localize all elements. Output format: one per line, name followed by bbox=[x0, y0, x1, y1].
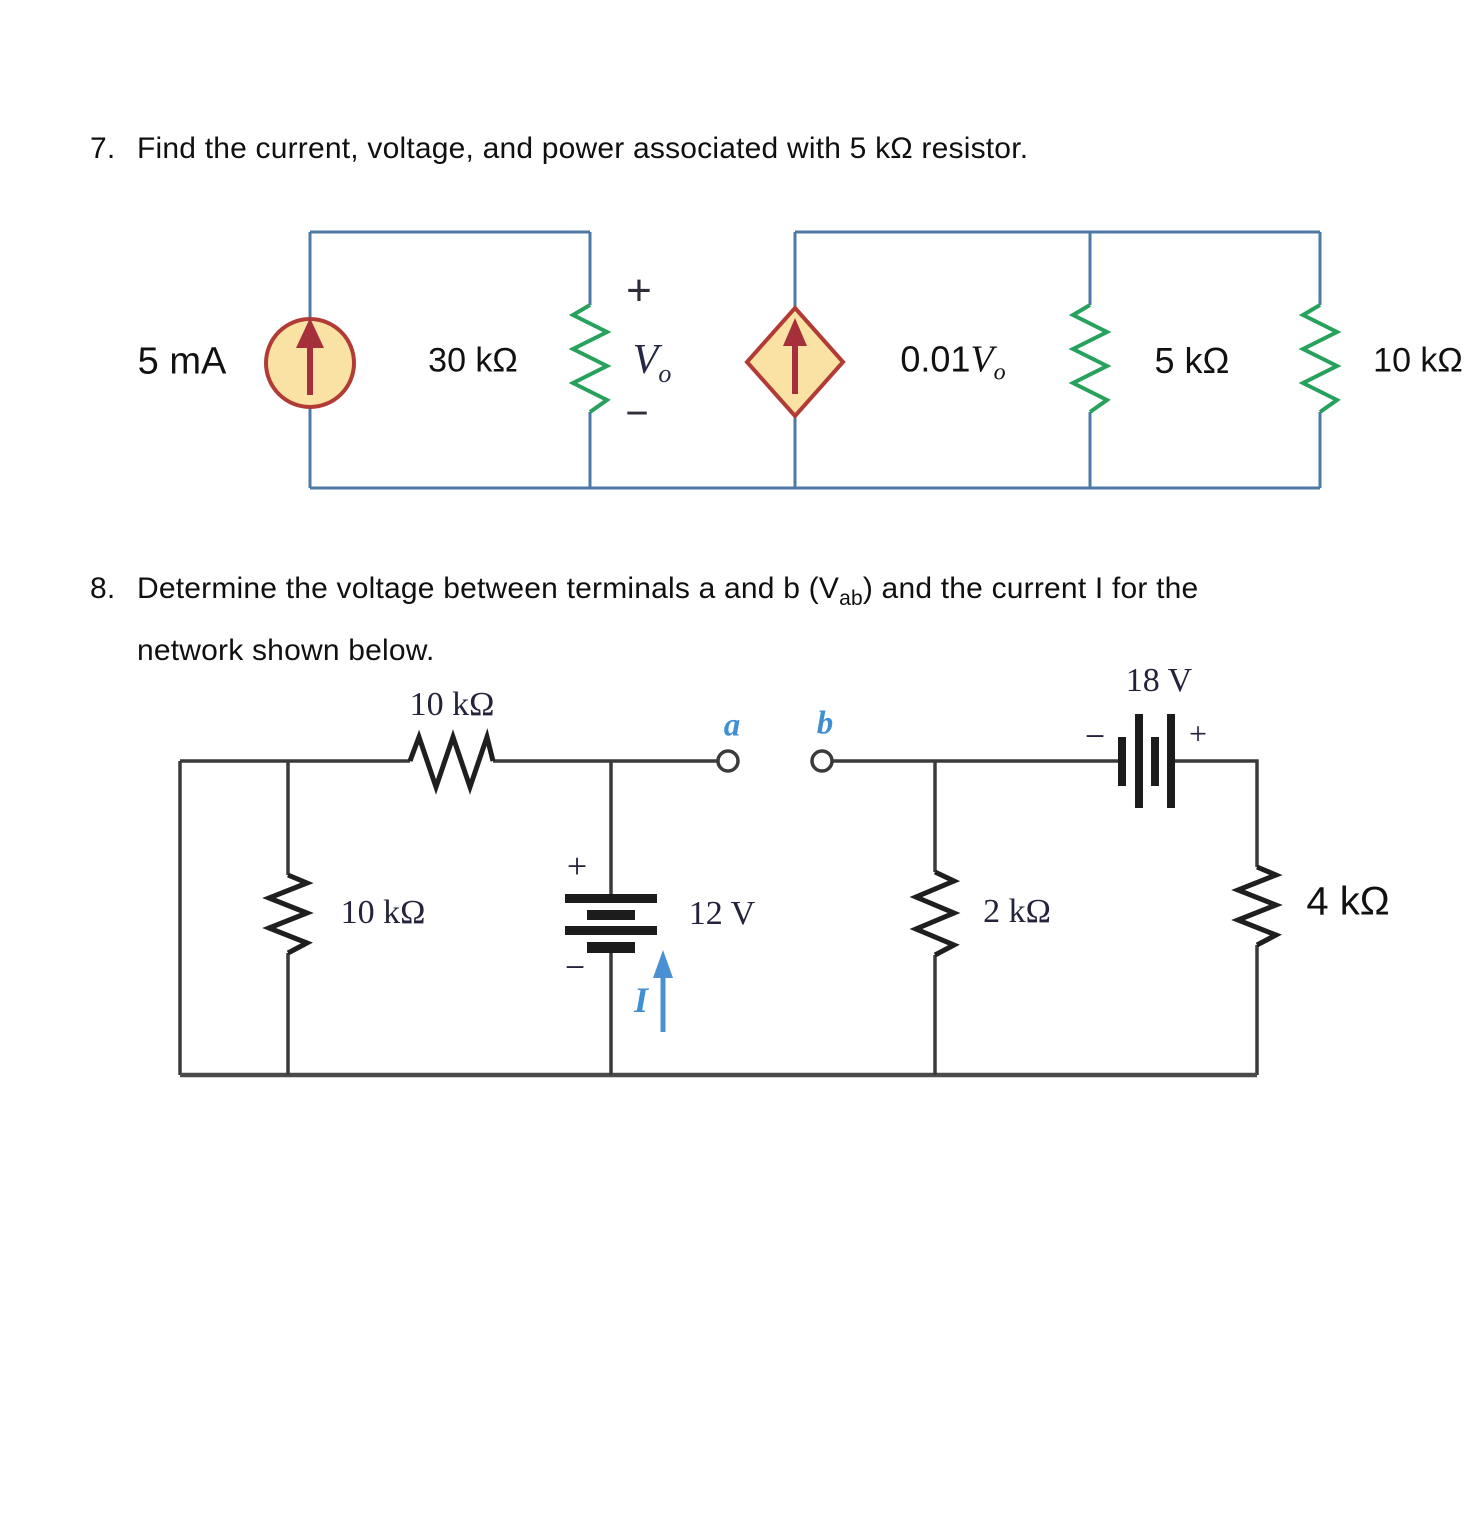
terminal-b-label: b bbox=[816, 705, 834, 742]
current-source-label: 5 mA bbox=[137, 340, 227, 383]
vo-plus-sign: + bbox=[626, 266, 652, 315]
wire bbox=[308, 230, 1322, 490]
resistor-5k-label: 5 kΩ bbox=[1154, 340, 1230, 381]
problem8-statement: 8. Determine the voltage between terminal… bbox=[90, 563, 1198, 677]
dependent-source-icon bbox=[744, 304, 846, 420]
vo-symbol: V bbox=[632, 336, 659, 383]
circuit7-diagram bbox=[264, 230, 1342, 490]
current-i-label: I bbox=[633, 980, 649, 1020]
problem8-number: 8. bbox=[90, 572, 116, 605]
battery-12v-label: 12 V bbox=[688, 895, 756, 932]
problem7-statement: 7. Find the current, voltage, and power a… bbox=[90, 123, 1028, 175]
battery-18v-minus-sign: − bbox=[1084, 716, 1106, 756]
current-arrow-icon bbox=[653, 950, 673, 1032]
problem7-text: Find the current, voltage, and power ass… bbox=[137, 132, 1029, 165]
battery-18v-label: 18 V bbox=[1125, 662, 1193, 699]
vo-minus-sign: − bbox=[625, 391, 649, 436]
battery-18v-plus-sign: + bbox=[1188, 715, 1208, 752]
problem8-text-pre: Determine the voltage between terminals … bbox=[137, 572, 840, 605]
circuit8-diagram bbox=[178, 714, 1283, 1078]
battery-12v-minus-sign: − bbox=[564, 947, 586, 987]
terminal-b-circle bbox=[810, 749, 834, 773]
resistor-30k-label: 30 kΩ bbox=[428, 341, 518, 380]
dependent-source-label: 0.01Vo bbox=[900, 337, 1005, 386]
dependent-source-symbol: V bbox=[970, 338, 994, 381]
terminal-a-label: a bbox=[723, 707, 741, 744]
battery-18v-icon bbox=[1118, 714, 1175, 808]
resistor-top-10k-label: 10 kΩ bbox=[409, 686, 495, 723]
problem8-text-sub: ab bbox=[839, 587, 863, 610]
battery-12v-icon bbox=[565, 894, 657, 953]
resistor-zigzag bbox=[568, 303, 1342, 414]
dependent-source-prefix: 0.01 bbox=[900, 338, 971, 380]
wire bbox=[178, 759, 1259, 1078]
vo-label: Vo bbox=[633, 335, 672, 389]
dependent-source-subscript: o bbox=[993, 359, 1006, 386]
current-source-icon bbox=[264, 317, 356, 409]
problem7-number: 7. bbox=[90, 132, 116, 165]
problem8-line2: network shown below. bbox=[137, 634, 435, 667]
resistor-left-10k-label: 10 kΩ bbox=[340, 894, 426, 931]
resistor-4k-label: 4 kΩ bbox=[1306, 879, 1390, 924]
resistor-2k-label: 2 kΩ bbox=[983, 893, 1051, 930]
terminal-a-circle bbox=[716, 749, 740, 773]
vo-subscript: o bbox=[658, 359, 672, 389]
resistor-10k-label: 10 kΩ bbox=[1373, 341, 1463, 380]
resistor-zigzag bbox=[262, 728, 1283, 958]
battery-12v-plus-sign: + bbox=[566, 846, 588, 886]
problem8-line1: 8. Determine the voltage between terminal… bbox=[90, 563, 1198, 625]
problem8-text-post: ) and the current I for the bbox=[862, 572, 1199, 605]
